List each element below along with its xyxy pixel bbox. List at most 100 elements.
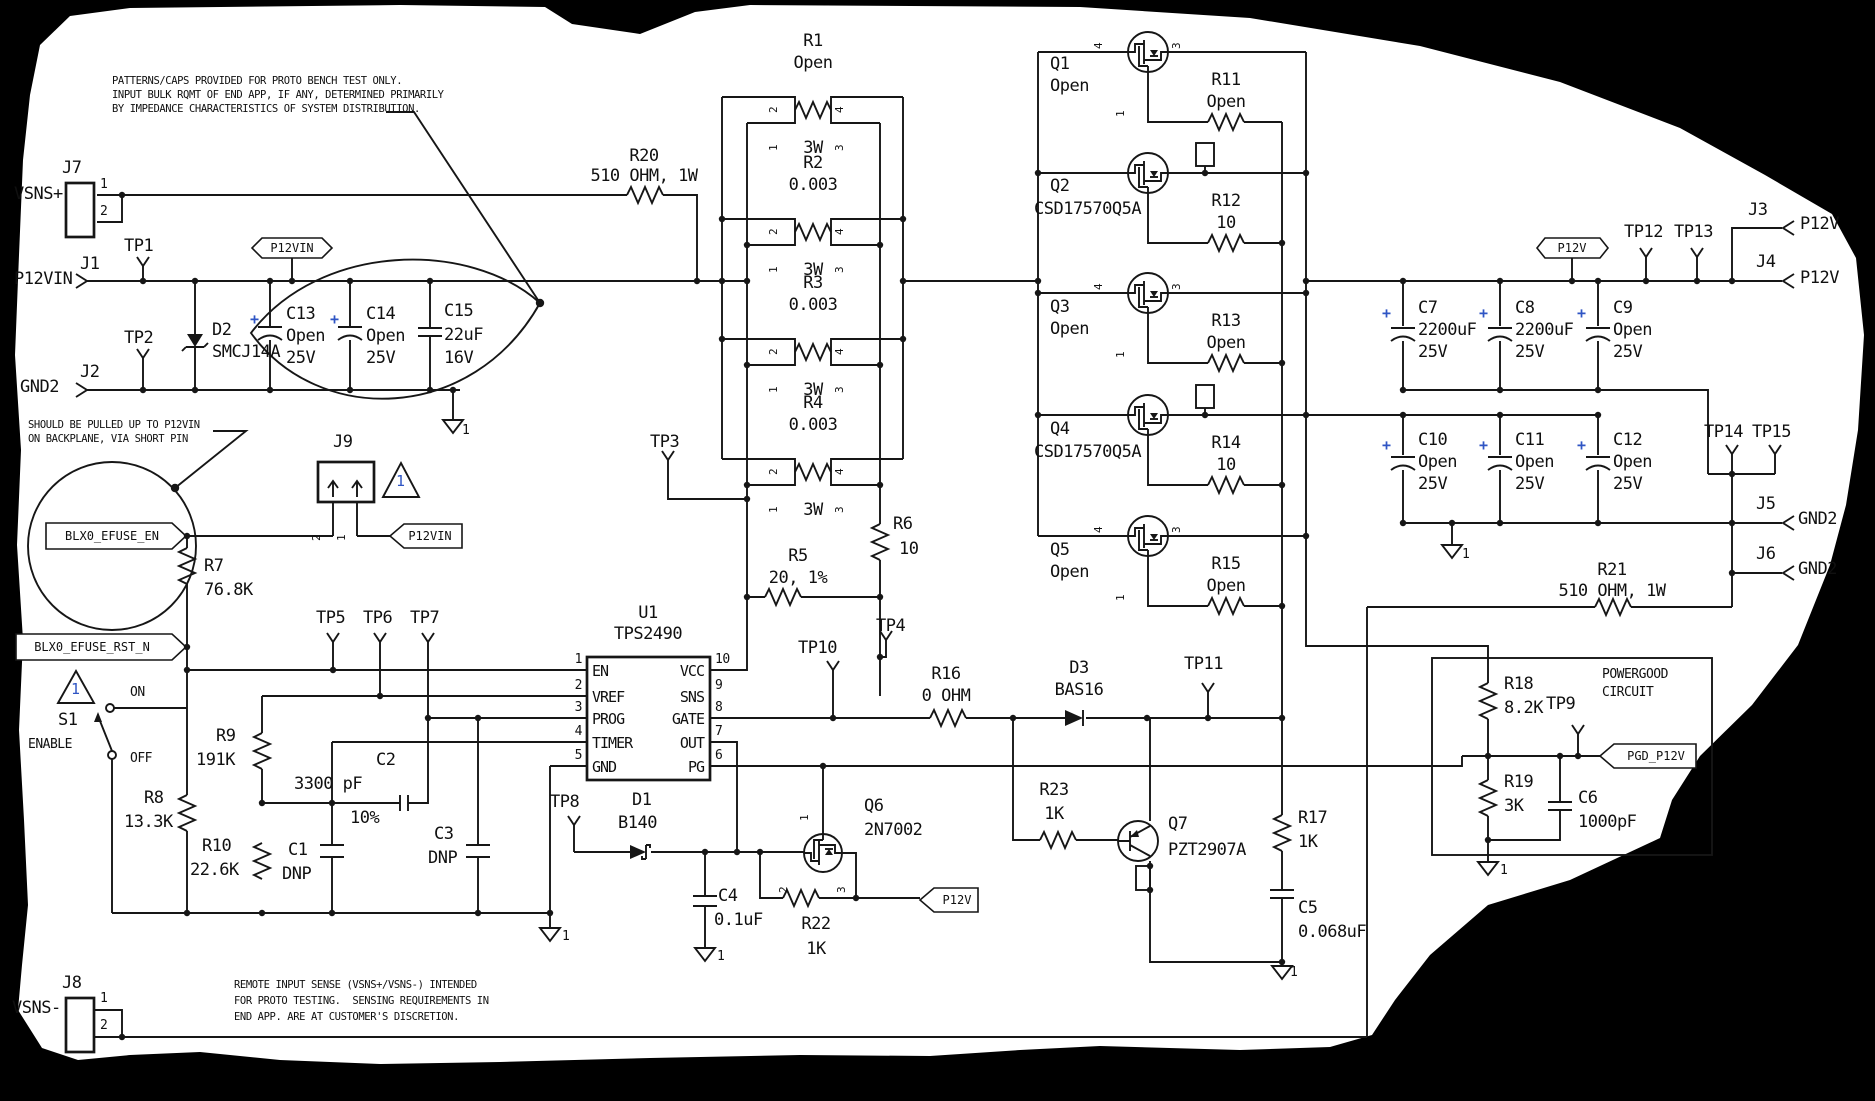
c8-val: 2200uF [1515,320,1574,340]
j2-chevron [75,382,89,398]
j4-ref: J4 [1756,252,1776,272]
junction-dot-94 [1556,752,1564,760]
tp6-ref: TP6 [363,608,393,628]
u1-pin-vref: VREF [592,688,625,706]
gnd-c5-sub: 1 [1290,965,1298,980]
r2-ref: R2 [803,153,823,173]
note-bench-2: INPUT BULK RQMT OF END APP, IF ANY, DETE… [112,89,444,101]
j7-ref: J7 [62,158,82,178]
net-flag-blx0-efuse-rst-n-text: BLX0_EFUSE_RST_N [34,640,150,654]
junction-dot-81 [1496,386,1504,394]
junction-dot-18 [899,215,907,223]
r2-pin2: 2 [767,228,780,235]
u1-pin-sns: SNS [679,688,705,706]
junction-dot-53 [1204,714,1212,722]
u1-body [585,655,712,782]
r9-ref: R9 [216,726,236,746]
tp8-ref: TP8 [550,792,580,812]
r12-val: 10 [1216,213,1236,233]
gnd-u1-sub: 1 [562,929,570,944]
c12-plus: + [1577,436,1586,454]
junction-dot-32 [183,643,191,651]
j6-ref: J6 [1756,544,1776,564]
gnd-r19-sub: 1 [1500,863,1508,878]
c10-plus: + [1382,436,1391,454]
tp10-ref: TP10 [798,638,837,658]
junction-dot-30 [899,277,907,285]
pg-title-2: CIRCUIT [1602,685,1654,700]
q3-pin3: 3 [1170,283,1183,290]
note-bench-1: PATTERNS/CAPS PROVIDED FOR PROTO BENCH T… [112,75,403,87]
r2-val: 0.003 [788,175,838,195]
junction-dot-33 [183,666,191,674]
junction-dot-31 [183,532,191,540]
net-flag-pgd-p12v [1598,743,1697,769]
c9-val: Open [1613,320,1652,340]
c13-val: Open [286,326,325,346]
j1-ref: J1 [80,254,100,274]
junction-dot-70 [1278,602,1286,610]
port-gnd2: GND2 [20,377,59,397]
junction-dot-76 [1594,277,1602,285]
r3-pwr: 3W [803,380,823,400]
junction-dot-36 [424,714,432,722]
c2-tol: 10% [350,808,380,828]
u1-pin-timer: TIMER [592,734,633,752]
tp13-ref: TP13 [1674,222,1713,242]
r23-ref: R23 [1039,780,1069,800]
q6-ref: Q6 [864,796,884,816]
c14-val: Open [366,326,405,346]
tp11-ref: TP11 [1184,654,1223,674]
r20-ref: R20 [629,146,659,166]
junction-dot-64 [1302,289,1310,297]
junction-dot-93 [1484,752,1492,760]
net-flag-blx0-efuse-en [45,522,188,550]
q6-pin1: 1 [798,814,811,821]
c8-plus: + [1479,304,1488,322]
r2-pin4: 4 [833,228,846,235]
net-flag-p12v-q6 [918,887,979,913]
port-vsns-plus: VSNS+ [14,184,63,204]
c13-volt: 25V [286,348,316,368]
j9-ref: J9 [333,432,353,452]
c4-ref: C4 [718,886,738,906]
junction-dot-78 [1693,277,1701,285]
junction-dot-45 [701,848,709,856]
u1-num-4: 4 [574,724,583,739]
c7-val: 2200uF [1418,320,1477,340]
u1-num-2: 2 [574,678,583,693]
r18-val: 8.2K [1504,698,1543,718]
junction-dot-73 [1399,277,1407,285]
c6-ref: C6 [1578,788,1598,808]
s1-enable: ENABLE [28,737,72,752]
q1-pin3: 3 [1170,42,1183,49]
j4-port: P12V [1800,268,1839,288]
junction-dot-28 [876,593,884,601]
s1-ref: S1 [58,710,78,730]
gnd-c4-sub: 1 [717,949,725,964]
junction-dot-67 [1278,239,1286,247]
d2-tvs-diode [181,334,209,352]
c6-val: 1000pF [1578,812,1637,832]
note-sense-3: END APP. ARE AT CUSTOMER'S DISCRETION. [234,1011,460,1023]
r1-pin3: 3 [833,144,846,151]
r22-ref: R22 [801,914,831,934]
junction-dot-62 [1302,169,1310,177]
q7-pad [1135,865,1151,891]
pg-title-1: POWERGOOD [1602,667,1668,682]
warn1-num: 1 [396,472,405,490]
junction-dot-6 [426,277,434,285]
r1-pwr: 3W [803,138,823,158]
junction-dot-7 [693,277,701,285]
tp4-ref: TP4 [876,616,906,636]
junction-dot-13 [346,386,354,394]
junction-dot-59 [1034,277,1042,285]
u1-num-1: 1 [574,652,583,667]
q3-pin4: 4 [1092,283,1105,290]
net-flag-p12v-top [1535,237,1610,259]
port-p12vin: P12VIN [14,269,73,289]
junction-dot-56 [1146,886,1154,894]
c7-volt: 25V [1418,342,1448,362]
q1-ref: Q1 [1050,54,1070,74]
